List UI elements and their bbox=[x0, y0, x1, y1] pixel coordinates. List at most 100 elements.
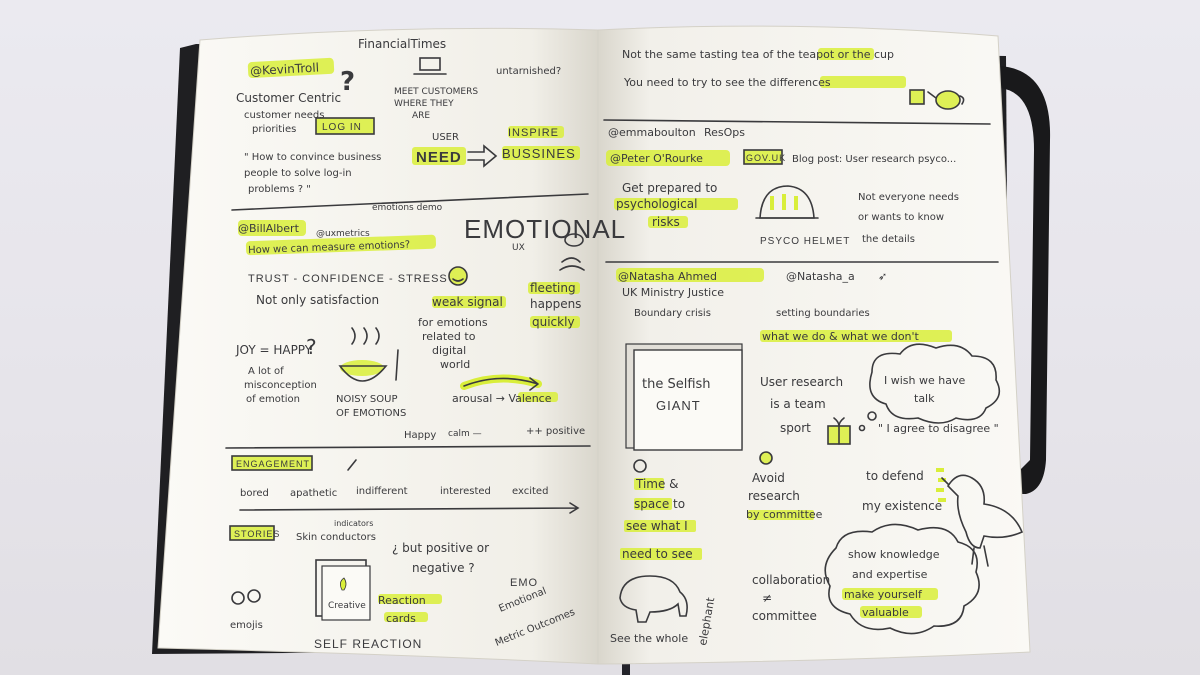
handwritten-note: make yourself bbox=[844, 588, 923, 601]
handwritten-note: UK Ministry Justice bbox=[622, 286, 724, 299]
bird-icon: ➶ bbox=[878, 270, 887, 283]
handwritten-note: PSYCO HELMET bbox=[760, 236, 850, 247]
need-label: NEED bbox=[416, 149, 462, 166]
handwritten-note: " How to convince business bbox=[244, 152, 381, 163]
handwritten-note: ¿ but positive or bbox=[392, 541, 489, 555]
handwritten-note: see what I bbox=[626, 519, 688, 533]
handwritten-note: I wish we have bbox=[884, 374, 965, 387]
handwritten-note: Not everyone needs bbox=[858, 192, 959, 203]
handwritten-note: for emotions bbox=[418, 316, 488, 329]
handwritten-note: committee bbox=[752, 609, 817, 623]
handwritten-note: NOISY SOUP bbox=[336, 394, 398, 405]
handwritten-note: to defend bbox=[866, 469, 924, 483]
handwritten-note: GOV.UK bbox=[746, 153, 786, 163]
handwritten-note: space to bbox=[634, 497, 685, 511]
notebook-pages bbox=[157, 25, 1031, 665]
handwritten-note: happens bbox=[530, 297, 581, 311]
helmet-icon bbox=[755, 185, 819, 219]
handwritten-note: apathetic bbox=[290, 488, 337, 499]
handwritten-note: or wants to know bbox=[858, 212, 944, 223]
handwritten-note: ≠ bbox=[762, 591, 772, 605]
gift-icon bbox=[827, 417, 851, 445]
handwritten-note: User research bbox=[760, 375, 843, 389]
teapot-icon bbox=[927, 90, 965, 110]
handwritten-note: of emotion bbox=[246, 394, 300, 405]
handwritten-note: is a team bbox=[770, 397, 826, 411]
handwritten-note: people to solve log-in bbox=[244, 168, 352, 179]
handwritten-note: emojis bbox=[230, 620, 263, 631]
thought-cloud bbox=[858, 343, 1001, 432]
handwritten-note: STORIES bbox=[234, 529, 280, 539]
handwritten-note: collaboration bbox=[752, 573, 830, 587]
handwritten-note: TRUST - CONFIDENCE - STRESS bbox=[248, 273, 448, 285]
handwritten-note: customer needs bbox=[244, 110, 324, 121]
handwritten-note: Customer Centric bbox=[236, 91, 341, 105]
handwritten-note: Creative bbox=[328, 601, 366, 611]
speaker-tag: @BillAlbert bbox=[238, 222, 300, 235]
handwritten-note: OF EMOTIONS bbox=[336, 408, 406, 419]
handwritten-note: cards bbox=[386, 612, 416, 625]
laptop-icon bbox=[413, 57, 447, 75]
handwritten-note: research bbox=[748, 489, 800, 503]
handwritten-note: show knowledge bbox=[848, 548, 940, 561]
handwritten-note: WHERE THEY bbox=[394, 99, 454, 109]
right-page-notes: Not the same tasting tea of the teapot o… bbox=[606, 48, 1024, 647]
handwritten-note: sport bbox=[780, 421, 811, 435]
handwritten-note: USER bbox=[432, 132, 459, 143]
handwritten-note: related to bbox=[422, 330, 476, 343]
handwritten-note: arousal → Valence bbox=[452, 392, 552, 405]
speaker-tag: @Natasha Ahmed bbox=[618, 270, 717, 283]
handwritten-note: JOY = HAPPY bbox=[235, 343, 313, 357]
handwritten-note: " I agree to disagree " bbox=[878, 422, 999, 435]
handwritten-note: psychological bbox=[616, 197, 697, 211]
login-box-label: LOG IN bbox=[322, 122, 362, 133]
handwritten-note: setting boundaries bbox=[776, 308, 870, 319]
no-sign-icon bbox=[759, 451, 773, 465]
handwritten-note: Boundary crisis bbox=[634, 308, 711, 319]
speaker-tag: @KevinTroll bbox=[250, 60, 320, 78]
speaker-tag: @Peter O'Rourke bbox=[610, 152, 703, 165]
handwritten-note: BUSSINES bbox=[502, 146, 576, 161]
handwritten-note: excited bbox=[512, 486, 548, 497]
handwritten-note: Happy bbox=[404, 430, 436, 441]
bee-icon bbox=[559, 233, 585, 271]
handwritten-note: indifferent bbox=[356, 486, 408, 497]
handwritten-note: quickly bbox=[532, 315, 575, 329]
handwritten-note: need to see bbox=[622, 547, 693, 561]
handwritten-note: Get prepared to bbox=[622, 181, 717, 195]
handwritten-note: ++ positive bbox=[526, 426, 585, 437]
handwritten-note: risks bbox=[652, 215, 680, 229]
handwritten-note: GIANT bbox=[656, 398, 701, 413]
handwritten-note: untarnished? bbox=[496, 66, 561, 77]
handwritten-note: Blog post: User research psyco... bbox=[792, 154, 956, 165]
handwritten-note: emotions demo bbox=[372, 203, 443, 213]
book-icon bbox=[625, 343, 743, 451]
handwritten-note: calm — bbox=[448, 429, 482, 439]
handwritten-note: You need to try to see the differences bbox=[623, 76, 831, 89]
handwritten-note: INSPIRE bbox=[508, 127, 559, 139]
handwritten-note: and expertise bbox=[852, 568, 928, 581]
emoji-faces-icon bbox=[231, 589, 261, 605]
handwritten-note: bored bbox=[240, 488, 269, 499]
handwritten-note: Avoid bbox=[752, 471, 785, 485]
emotional-title: EMOTIONAL bbox=[464, 214, 626, 244]
handwritten-note: Not only satisfaction bbox=[256, 293, 379, 307]
source-label: FinancialTimes bbox=[358, 37, 446, 51]
handwritten-note: world bbox=[440, 358, 470, 371]
handwritten-note: @uxmetrics bbox=[316, 229, 370, 239]
handwritten-note: problems ? " bbox=[248, 184, 311, 195]
soup-bowl-icon bbox=[338, 327, 399, 382]
handwritten-note: ARE bbox=[412, 111, 430, 121]
handwritten-note: Time & bbox=[635, 477, 679, 491]
handwritten-note: A lot of bbox=[248, 366, 284, 377]
handwritten-note: ? bbox=[306, 335, 317, 359]
handwritten-note: priorities bbox=[252, 124, 296, 135]
elephant-sketch bbox=[619, 575, 688, 623]
handwritten-note: UX bbox=[512, 243, 525, 253]
speaker-tag: @emmaboulton bbox=[608, 126, 696, 139]
handwritten-note: Not the same tasting tea of the teapot o… bbox=[622, 48, 894, 61]
handwritten-note: Reaction bbox=[378, 594, 426, 607]
handwritten-note: talk bbox=[914, 392, 935, 405]
handwritten-note: negative ? bbox=[412, 561, 475, 575]
